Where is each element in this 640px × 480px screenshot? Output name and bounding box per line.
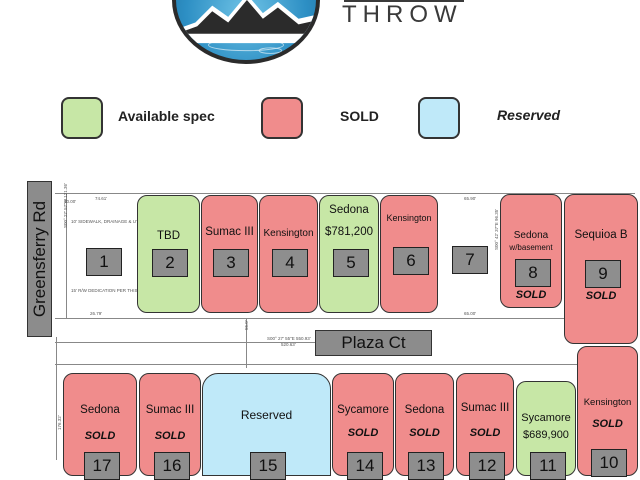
lot-number: 9 [585, 260, 621, 288]
brand-name: THROW [342, 1, 463, 28]
plat-line-road-top [55, 342, 315, 343]
survey-bearing: S00° 27' 55"E 550.93' [267, 336, 311, 341]
street-greensferry-rd: Greensferry Rd [27, 181, 52, 337]
lot-number: 13 [408, 452, 444, 480]
plat-line-top [55, 193, 635, 194]
lot-6[interactable]: Kensington 6 [380, 195, 438, 313]
lot-model-note: w/basement [509, 243, 553, 252]
logo-emblem [172, 0, 320, 64]
lot-number: 14 [347, 452, 383, 480]
survey-dim: 65.00' [464, 311, 477, 316]
lot-model-name: Kensington [263, 228, 314, 239]
lot-model-name: Sumac III [145, 404, 195, 416]
lot-model-name: Sequioa B [574, 229, 628, 241]
survey-dim: 176.32' [57, 415, 62, 430]
lot-number: 17 [84, 452, 120, 480]
lot-4[interactable]: Kensington 4 [259, 195, 318, 313]
lot-status: SOLD [585, 290, 617, 302]
lot-status: SOLD [592, 418, 623, 430]
lot-15[interactable]: Reserved 15 [202, 373, 331, 480]
plat-line-center [246, 318, 247, 368]
lot-number: 7 [452, 246, 488, 274]
lot-model-name: Sedona [404, 404, 445, 416]
lot-status: SOLD [469, 427, 501, 439]
lot-model-name: Kensington [386, 213, 432, 223]
lot-model-name: Sumac III [460, 402, 510, 414]
lot-3[interactable]: Sumac III 3 [201, 195, 258, 313]
lot-17[interactable]: Sedona SOLD 17 [63, 373, 137, 480]
lot-10[interactable]: Kensington SOLD 10 [577, 346, 638, 477]
lot-model-name: TBD [157, 230, 180, 242]
lot-1[interactable]: 1 [70, 195, 134, 313]
survey-bearing: S00° 27' 57"W 121.36' [63, 183, 68, 228]
lot-model-name: Sycamore [521, 412, 571, 424]
legend-sold-swatch [261, 97, 303, 139]
lot-11[interactable]: Sycamore $689,900 11 [516, 381, 576, 480]
lot-status: SOLD [347, 427, 379, 439]
lot-status: SOLD [154, 430, 186, 442]
lot-number: 10 [591, 449, 627, 477]
lot-16[interactable]: Sumac III SOLD 16 [139, 373, 201, 480]
survey-dim: 65.90' [464, 196, 477, 201]
plat-line-left [66, 193, 67, 318]
lot-13[interactable]: Sedona SOLD 13 [395, 373, 454, 480]
street-plaza-ct: Plaza Ct [315, 330, 432, 356]
legend-available-swatch [61, 97, 103, 139]
survey-dedication-note: 15' R/W DEDICATION PER THIS PLAT [71, 288, 150, 293]
mountain-logo-icon [176, 0, 316, 54]
lot-status: SOLD [409, 427, 440, 439]
survey-dim: 520.63' [281, 342, 296, 347]
lot-model-name: Sedona [513, 230, 549, 241]
legend-reserved-swatch [418, 97, 460, 139]
lot-model-name: Reserved [240, 408, 293, 422]
lot-number: 12 [469, 452, 505, 480]
lot-status: SOLD [84, 430, 116, 442]
survey-dim: 26.79' [90, 311, 103, 316]
street-label: Greensferry Rd [29, 200, 49, 318]
brand-divider [344, 0, 464, 2]
survey-easement-note: 10' SIDEWALK, DRAINAGE & UTILITY EASEMEN… [71, 219, 176, 224]
lot-model-name: Kensington [583, 397, 632, 408]
lot-8[interactable]: Sedona w/basement 8 SOLD [500, 194, 562, 308]
plat-line-left-lower [56, 337, 57, 460]
lot-5[interactable]: Sedona $781,200 5 [319, 195, 379, 313]
lot-model-name: Sedona [80, 404, 120, 416]
lot-model-name: Sumac III [205, 226, 254, 238]
lot-model-name: Sycamore [337, 404, 389, 416]
lot-price: $781,200 [325, 226, 373, 238]
lot-2[interactable]: TBD 2 [137, 195, 200, 313]
lot-number: 4 [272, 249, 308, 277]
lot-14[interactable]: Sycamore SOLD 14 [332, 373, 394, 480]
lot-number: 5 [333, 249, 369, 277]
lot-12[interactable]: Sumac III SOLD 12 [456, 373, 514, 480]
lot-number: 3 [213, 249, 249, 277]
lot-7[interactable]: 7 [440, 195, 498, 313]
survey-dim: 55.0' [244, 320, 249, 330]
lot-number: 6 [393, 247, 429, 275]
lot-number: 1 [86, 248, 122, 276]
lot-number: 11 [530, 452, 566, 480]
lot-model-name: Sedona [329, 204, 369, 216]
legend-sold-label: SOLD [340, 108, 379, 124]
plat-line-road-bottom [55, 364, 635, 365]
lot-9[interactable]: Sequioa B 9 SOLD [564, 194, 638, 344]
legend-reserved-label: Reserved [497, 107, 561, 123]
legend-available-label: Available spec [118, 108, 215, 124]
lot-number: 15 [250, 452, 286, 480]
survey-dim: 10.00' [64, 199, 77, 204]
lot-number: 2 [152, 249, 188, 277]
lot-price: $689,900 [523, 429, 569, 441]
plat-line-mid [55, 318, 635, 319]
lot-number: 16 [154, 452, 190, 480]
lot-number: 8 [515, 259, 551, 287]
survey-dim: 74.61' [95, 196, 108, 201]
lot-status: SOLD [515, 289, 547, 301]
